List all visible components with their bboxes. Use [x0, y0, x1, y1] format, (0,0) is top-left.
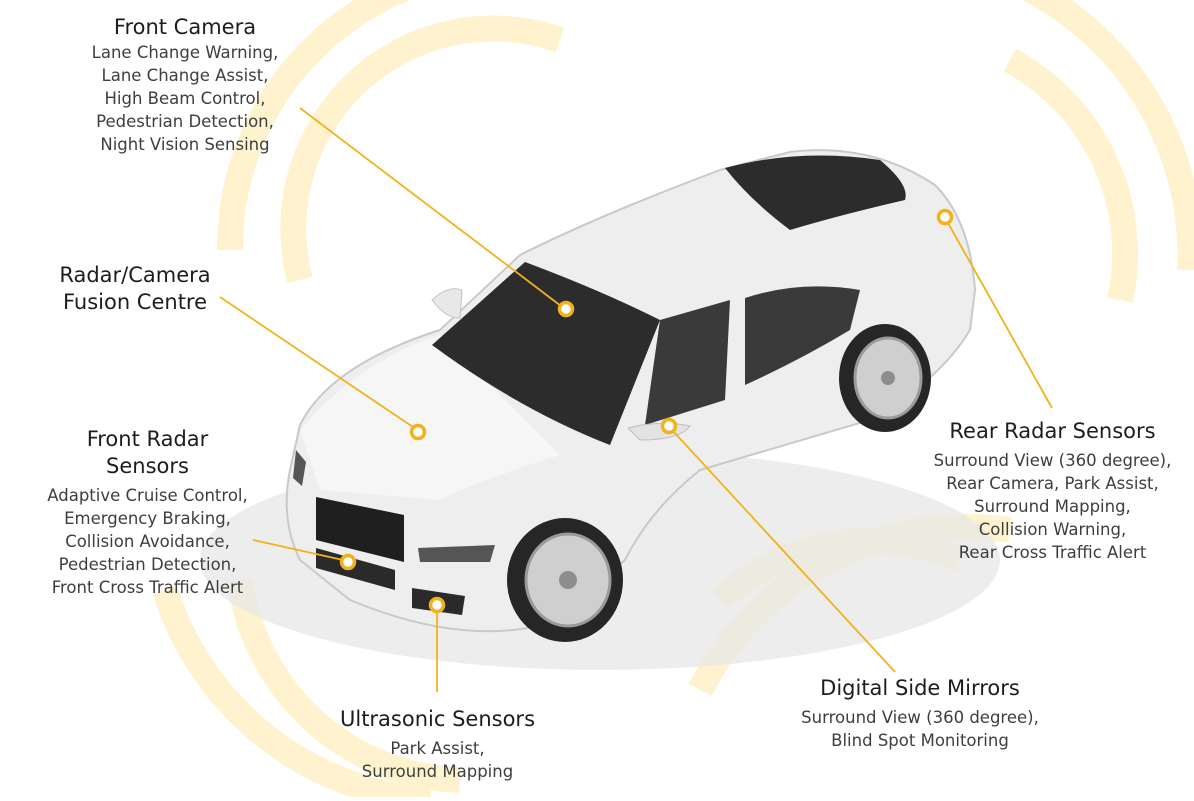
feature-line: Night Vision Sensing	[100, 135, 270, 154]
label-fusion-centre: Radar/Camera Fusion Centre	[20, 262, 250, 316]
car-wheel-front	[507, 518, 623, 642]
marker-ultrasonic	[428, 596, 446, 614]
wave-bottom-left-1	[227, 578, 461, 793]
wave-bottom-left-2	[152, 586, 431, 801]
wave-front-left-2	[216, 0, 411, 251]
car-illustration	[200, 149, 1000, 670]
car-left-mirror	[431, 288, 463, 319]
feature-line: Surround View (360 degree),	[933, 451, 1172, 470]
wave-rear-right-1	[1003, 48, 1138, 303]
label-ultrasonic: Ultrasonic Sensors Park Assist, Surround…	[315, 706, 560, 783]
marker-fusion-centre	[409, 423, 427, 441]
leader-front-radar	[252, 539, 344, 561]
car-headlight-right	[418, 545, 495, 562]
marker-side-mirrors	[660, 417, 678, 435]
car-rear-window	[725, 155, 906, 230]
leader-front-camera	[299, 107, 562, 307]
feature-line: Surround Mapping	[361, 762, 514, 781]
label-front-camera: Front Camera Lane Change Warning, Lane C…	[60, 14, 310, 156]
sensor-markers	[339, 208, 954, 614]
feature-line: Rear Cross Traffic Alert	[958, 543, 1147, 562]
label-title: Front Camera	[113, 15, 257, 39]
feature-line: Front Cross Traffic Alert	[51, 578, 244, 597]
label-title: Rear Radar Sensors	[949, 419, 1156, 443]
car-hood	[300, 335, 560, 500]
feature-line: Pedestrian Detection,	[58, 555, 237, 574]
car-windshield	[432, 262, 660, 445]
wave-rear-right-2	[1021, 0, 1194, 271]
feature-line: Lane Change Warning,	[91, 43, 279, 62]
feature-line: Surround Mapping,	[974, 497, 1131, 516]
car-wheel-rear	[839, 324, 931, 432]
wave-front-left-1	[280, 15, 565, 284]
leader-side-mirrors	[672, 430, 896, 673]
feature-line: Collision Avoidance,	[65, 532, 230, 551]
marker-front-radar	[339, 553, 357, 571]
marker-front-camera	[557, 300, 575, 318]
feature-line: Blind Spot Monitoring	[831, 731, 1009, 750]
feature-line: High Beam Control,	[104, 89, 266, 108]
feature-line: Surround View (360 degree),	[801, 708, 1039, 727]
label-title: Front Radar Sensors	[86, 427, 209, 478]
marker-rear-radar	[936, 208, 954, 226]
label-title: Radar/Camera Fusion Centre	[59, 263, 211, 314]
leader-rear-radar	[947, 222, 1053, 409]
feature-line: Emergency Braking,	[64, 509, 231, 528]
label-front-radar: Front Radar Sensors Adaptive Cruise Cont…	[20, 426, 275, 599]
car-side-window-rear	[745, 286, 860, 385]
feature-line: Collision Warning,	[978, 520, 1127, 539]
leader-lines	[219, 107, 1053, 692]
label-title: Digital Side Mirrors	[820, 676, 1020, 700]
leader-fusion-centre	[219, 296, 414, 428]
feature-line: Park Assist,	[390, 739, 485, 758]
feature-line: Lane Change Assist,	[101, 66, 269, 85]
car-side-window-front	[645, 300, 730, 425]
feature-line: Adaptive Cruise Control,	[47, 486, 248, 505]
feature-line: Pedestrian Detection,	[96, 112, 274, 131]
label-rear-radar: Rear Radar Sensors Surround View (360 de…	[915, 418, 1190, 564]
label-side-mirrors: Digital Side Mirrors Surround View (360 …	[780, 675, 1060, 752]
car-grille	[316, 497, 404, 562]
label-title: Ultrasonic Sensors	[339, 707, 536, 731]
feature-line: Rear Camera, Park Assist,	[946, 474, 1159, 493]
car-headlight-left	[293, 450, 306, 486]
